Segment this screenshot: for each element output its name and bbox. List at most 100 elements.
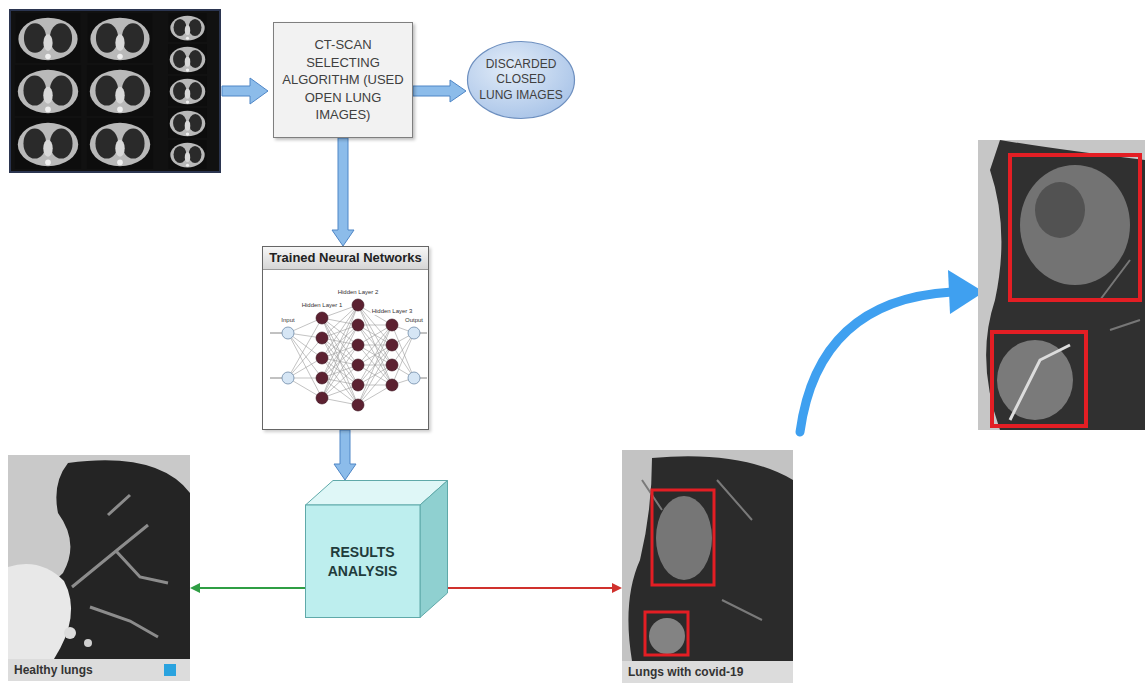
arrow-head [612,583,622,593]
illustration-shape [168,44,207,74]
analysis-cube: RESULTS ANALYSIS [305,480,448,618]
box-text: CT-SCAN SELECTING ALGORITHM (USED OPEN L… [280,36,406,124]
illustration-shape [88,13,153,63]
neuron [408,327,420,339]
illustration-shape [87,65,153,116]
opacity-patch [649,618,685,654]
cube-side [420,481,448,618]
network-link [270,378,282,379]
illustration-shape [15,65,81,116]
neuron [352,319,364,331]
cube-front [306,505,421,618]
network-link [288,333,322,398]
illustration-shape [978,140,1145,430]
layer-label: Input [280,317,295,324]
layer-label: Hidden Layer 1 [301,302,344,309]
neuron [352,339,364,351]
illustration-shape [986,140,1145,430]
connector-line [448,587,612,589]
network-link [420,378,427,379]
process-box: CT-SCAN SELECTING ALGORITHM (USED OPEN L… [273,22,413,138]
connector-line [200,587,305,589]
block-arrow [413,80,466,102]
illustration-shape [168,76,207,106]
vessels [72,495,168,637]
label-band [8,659,190,681]
text-group: DISCARDED CLOSED LUNG IMAGES [479,57,563,104]
text-group: CT-SCAN SELECTING ALGORITHM (USED OPEN L… [280,36,406,124]
network-link [322,365,358,398]
network-link [358,325,392,385]
neuron [316,332,328,344]
neuron [386,339,398,351]
illustration-shape [992,332,1086,426]
illustration-shape [15,118,81,169]
ellipse-shape [468,42,575,119]
illustration-shape [1035,182,1085,238]
illustration-shape [997,340,1073,420]
neuron [316,372,328,384]
network-link [420,333,427,334]
illustration-shape [168,108,207,138]
illustration-shape [10,10,220,172]
layer-label: Hidden Layer 3 [371,308,414,315]
connector-arrow [190,583,305,593]
network-link [358,325,392,385]
lung-image: Lungs with covid-19 [622,450,793,683]
illustration-shape [800,292,952,432]
neuron [352,359,364,371]
illustration-shape [1100,260,1140,330]
image-caption: Lungs with covid-19 [622,661,743,683]
illustration-shape [169,140,207,169]
discard-circle: DISCARDED CLOSED LUNG IMAGES [466,40,576,120]
illustration-shape [16,13,81,63]
vessels [642,480,762,620]
text-group: RESULTS ANALYSIS [305,543,420,579]
neuron [316,312,328,324]
network-link [270,333,282,334]
bronchus [84,639,92,647]
neuron [316,352,328,364]
neuron [282,327,294,339]
highlight-box [645,612,688,655]
neuron [352,299,364,311]
neuron [352,399,364,411]
bronchus [64,627,76,639]
neuron [282,372,294,384]
layer-label: Hidden Layer 2 [337,289,380,296]
illustration-shape [1010,155,1140,300]
illustration-shape [87,118,153,169]
panel-heading: Trained Neural Networks [263,247,428,270]
neuron [386,319,398,331]
illustration-shape [222,78,268,104]
connector-arrow [448,583,622,593]
block-arrow [332,138,354,246]
network-panel: Trained Neural Networks [262,246,429,430]
block-arrow-shape [413,80,466,102]
mediastinum [8,564,71,659]
neuron [386,359,398,371]
circle-text: DISCARDED CLOSED LUNG IMAGES [479,57,563,104]
layer-label: Output [404,317,424,324]
cube-face: RESULTS ANALYSIS [305,505,420,618]
illustration-shape [169,13,207,42]
block-arrow [334,430,356,480]
ct-image [8,455,190,681]
image-caption: Healthy lungs [8,659,93,681]
image-ground [8,455,190,681]
neuron [408,372,420,384]
network-link [322,345,358,398]
blue-square [164,664,176,676]
neural-network-figure [263,247,428,429]
illustration-shape [1020,165,1130,285]
lung-image: Healthy lungs [8,455,190,681]
neuron [316,392,328,404]
network-link [288,318,322,378]
image-ground [622,450,793,683]
block-arrow-shape [332,138,354,246]
label-band [622,661,793,683]
block-arrow-shape [334,430,356,480]
lung-field [628,456,793,661]
neuron [352,379,364,391]
